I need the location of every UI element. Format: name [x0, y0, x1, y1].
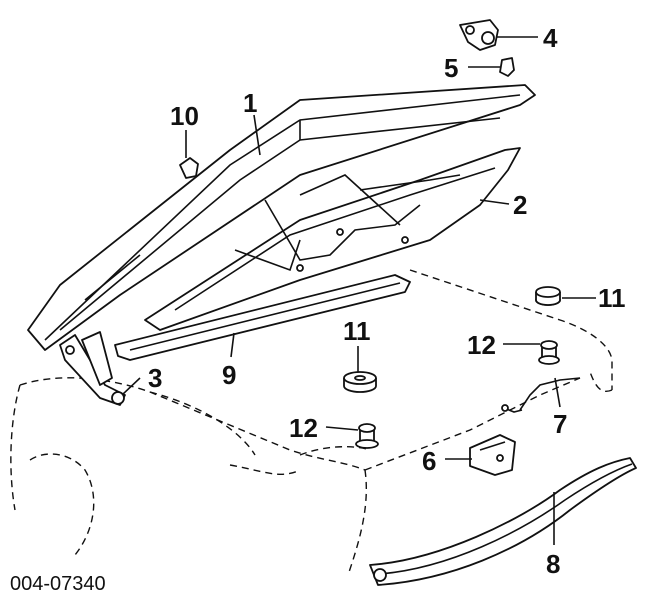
callout-10: 10 — [170, 101, 199, 131]
bumper-11-right — [535, 286, 561, 306]
callout-6: 6 — [422, 446, 436, 476]
callout-4: 4 — [543, 23, 558, 53]
leader-lines — [121, 36, 596, 545]
bumper-10 — [179, 157, 199, 179]
fender-body-outline — [10, 269, 613, 576]
front-seal — [369, 457, 637, 586]
bumper-12-right — [538, 340, 560, 365]
callout-1: 1 — [243, 88, 257, 118]
weatherstrip — [114, 274, 411, 361]
bumper-12-center — [355, 423, 379, 449]
callout-11-right: 11 — [598, 283, 626, 313]
callout-5: 5 — [444, 53, 458, 83]
release-cable — [501, 377, 581, 413]
hood-latch — [469, 434, 516, 476]
bumper-11-center — [343, 371, 377, 393]
hood-hinge — [59, 331, 126, 406]
callout-2: 2 — [513, 190, 527, 220]
hood-inner-panel — [144, 147, 521, 331]
drawing-code: 004-07340 — [10, 573, 106, 595]
callout-12-center: 12 — [289, 413, 318, 443]
callout-labels: 1 2 3 4 5 6 7 8 9 10 11 11 12 12 004-073… — [10, 23, 626, 595]
callout-8: 8 — [546, 549, 560, 579]
callout-11-center: 11 — [343, 316, 371, 346]
hood-panel — [27, 84, 536, 351]
bolt — [499, 57, 515, 77]
hood-lock — [459, 19, 499, 51]
callout-3: 3 — [148, 363, 162, 393]
callout-7: 7 — [553, 409, 567, 439]
callout-9: 9 — [222, 360, 236, 390]
callout-12-right: 12 — [467, 330, 496, 360]
